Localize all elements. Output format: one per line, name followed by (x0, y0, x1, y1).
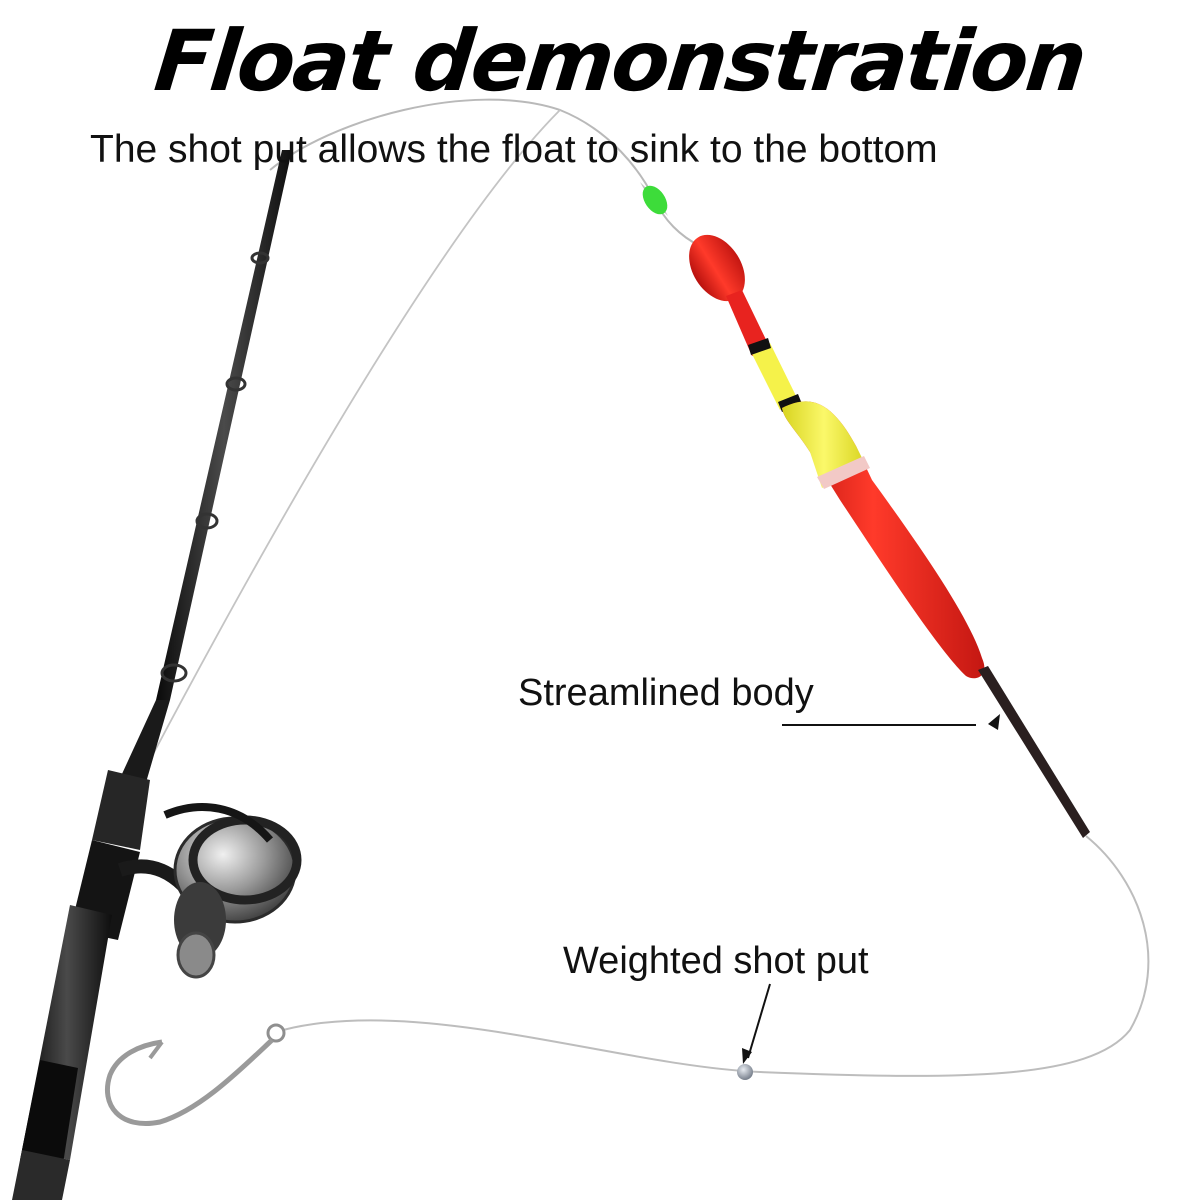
rod-guide (160, 663, 188, 683)
weighted-shot (737, 1064, 753, 1080)
fishing-line-lower (282, 835, 1150, 1077)
float (689, 234, 1090, 838)
float-stopper (640, 182, 668, 216)
callout-streamlined-body: Streamlined body (518, 672, 814, 714)
fishing-hook (104, 1023, 286, 1126)
page-title: Float demonstration (150, 12, 1090, 110)
callout-weighted-shot: Weighted shot put (563, 940, 869, 982)
rod-guide (250, 251, 270, 265)
fishing-line-guides (149, 109, 561, 761)
callout-pointer-shot (742, 983, 771, 1064)
fishing-rod (12, 150, 292, 1200)
rod-guide (225, 376, 247, 392)
spinning-reel (117, 803, 302, 979)
rod-guide (195, 512, 219, 530)
page-subtitle: The shot put allows the float to sink to… (90, 128, 938, 171)
callout-pointer-body (782, 714, 1000, 730)
fishing-line-upper (269, 98, 701, 247)
